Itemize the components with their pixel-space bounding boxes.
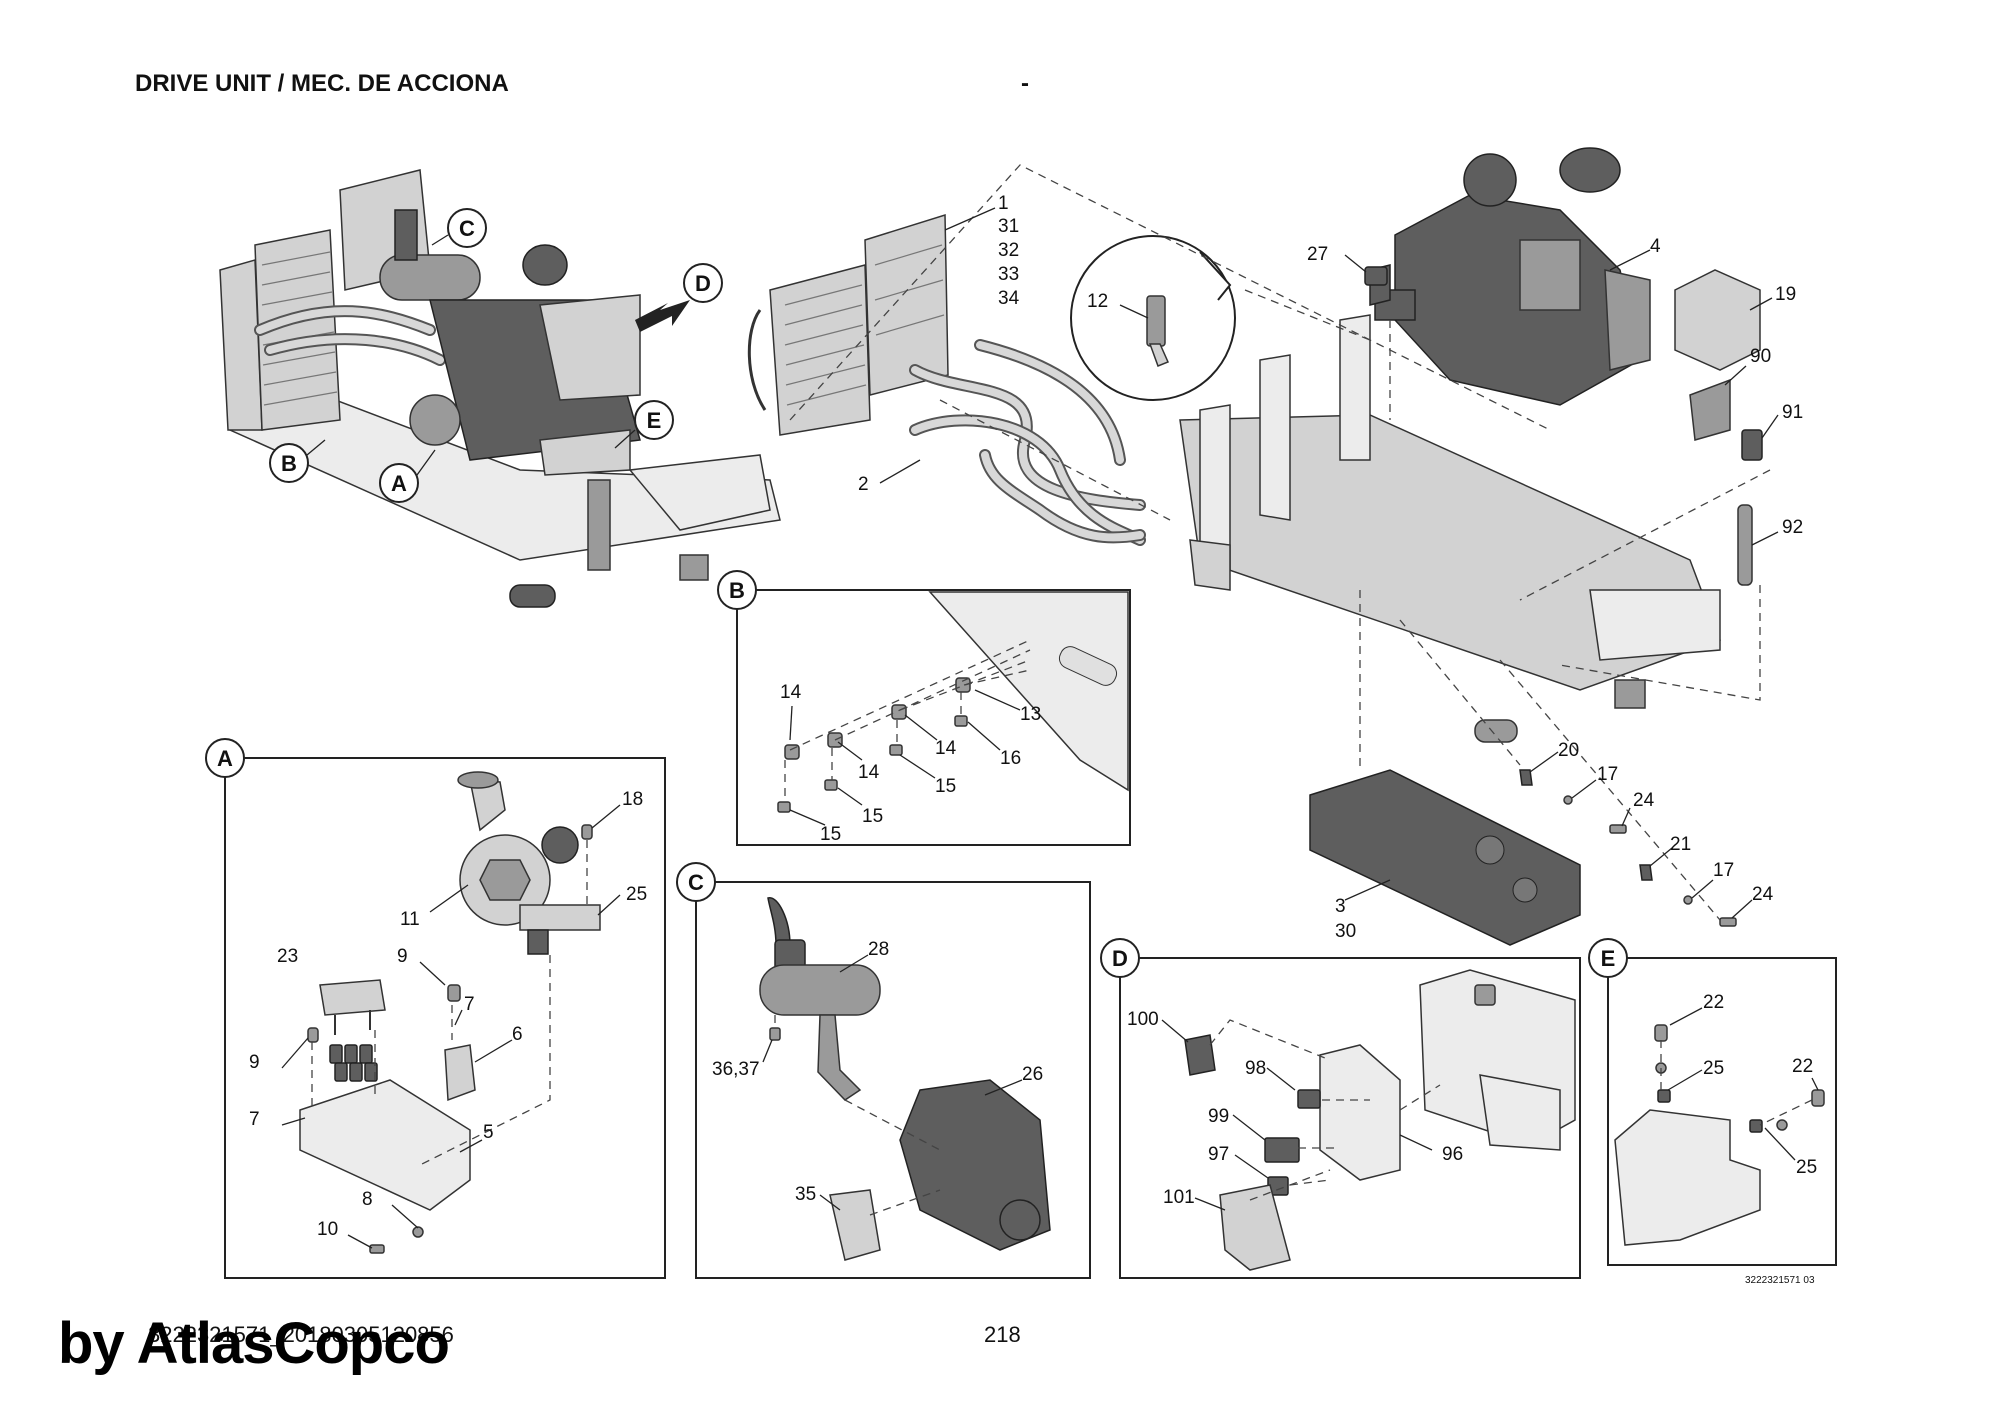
svg-text:99: 99 xyxy=(1208,1106,1229,1127)
svg-text:91: 91 xyxy=(1782,402,1803,423)
svg-text:1: 1 xyxy=(998,193,1009,214)
svg-text:32: 32 xyxy=(998,240,1019,261)
svg-text:98: 98 xyxy=(1245,1058,1266,1079)
engine-assembly xyxy=(1369,147,1651,406)
svg-text:14: 14 xyxy=(935,738,957,759)
svg-text:6: 6 xyxy=(512,1024,523,1045)
svg-text:101: 101 xyxy=(1163,1187,1195,1208)
svg-text:2: 2 xyxy=(858,474,869,495)
svg-text:19: 19 xyxy=(1775,284,1796,305)
svg-text:5: 5 xyxy=(483,1122,494,1143)
detail-b-letter: B xyxy=(729,578,745,603)
svg-text:30: 30 xyxy=(1335,921,1356,942)
assembly-lines-top xyxy=(789,164,1771,921)
svg-text:25: 25 xyxy=(1703,1058,1724,1079)
svg-text:17: 17 xyxy=(1597,764,1618,785)
detail-d-letter: D xyxy=(1112,946,1128,971)
aux-parts xyxy=(1364,266,1763,586)
svg-text:26: 26 xyxy=(1022,1064,1043,1085)
detail-e-letter: E xyxy=(1601,946,1616,971)
detail-c: C 28 36,37 26 35 xyxy=(676,862,1091,1279)
svg-text:10: 10 xyxy=(317,1219,338,1240)
atlascopco-watermark: by AtlasCopco xyxy=(58,1311,450,1376)
svg-text:4: 4 xyxy=(1650,236,1661,257)
svg-text:18: 18 xyxy=(622,789,643,810)
svg-text:28: 28 xyxy=(868,939,889,960)
base-frame xyxy=(1179,314,1721,743)
overview-callouts: C D E B A xyxy=(269,208,723,503)
page-number: 218 xyxy=(984,1322,1021,1347)
svg-text:97: 97 xyxy=(1208,1144,1229,1165)
svg-text:13: 13 xyxy=(1020,704,1041,725)
detail-a-letter: A xyxy=(217,746,233,771)
svg-text:33: 33 xyxy=(998,264,1019,285)
svg-text:7: 7 xyxy=(464,994,475,1015)
callout-b: B xyxy=(281,451,297,476)
callout-e: E xyxy=(647,408,662,433)
callout-d: D xyxy=(695,271,711,296)
svg-text:25: 25 xyxy=(626,884,647,905)
svg-text:24: 24 xyxy=(1752,884,1774,905)
callout-c: C xyxy=(459,216,475,241)
svg-text:20: 20 xyxy=(1558,740,1579,761)
tank-hardware xyxy=(1519,769,1737,927)
svg-text:14: 14 xyxy=(858,762,880,783)
svg-text:31: 31 xyxy=(998,216,1019,237)
svg-text:96: 96 xyxy=(1442,1144,1463,1165)
svg-text:12: 12 xyxy=(1087,291,1108,312)
page-title-dash: - xyxy=(1021,70,1029,97)
detail-b: B 14 13 14 14 16 15 xyxy=(717,570,1131,846)
top-callouts: 1 31 32 33 34 2 12 27 4 19 90 91 92 20 1… xyxy=(858,193,1803,942)
radiator-group xyxy=(747,213,1146,546)
svg-text:14: 14 xyxy=(780,682,802,703)
fuel-tank xyxy=(1309,769,1581,946)
svg-text:9: 9 xyxy=(397,946,408,967)
svg-text:23: 23 xyxy=(277,946,298,967)
svg-text:15: 15 xyxy=(862,806,883,827)
top-leader-lines xyxy=(879,207,1779,919)
svg-text:92: 92 xyxy=(1782,517,1803,538)
overview-assembly xyxy=(219,169,781,608)
svg-text:35: 35 xyxy=(795,1184,816,1205)
view-direction-arrow xyxy=(635,300,690,332)
svg-text:22: 22 xyxy=(1703,992,1724,1013)
svg-text:100: 100 xyxy=(1127,1009,1159,1030)
document-id: 3222321571_20180305120856 xyxy=(148,1322,454,1347)
svg-text:36,37: 36,37 xyxy=(712,1059,760,1080)
svg-text:34: 34 xyxy=(998,288,1020,309)
detail-e: E 22 25 22 25 xyxy=(1588,938,1837,1266)
detail-d: D 100 98 99 97 96 101 xyxy=(1100,938,1581,1279)
svg-text:25: 25 xyxy=(1796,1157,1817,1178)
svg-text:11: 11 xyxy=(400,909,420,930)
svg-text:8: 8 xyxy=(362,1189,373,1210)
svg-text:90: 90 xyxy=(1750,346,1771,367)
svg-text:16: 16 xyxy=(1000,748,1021,769)
page-title: DRIVE UNIT / MEC. DE ACCIONA xyxy=(135,70,509,97)
detail-c-letter: C xyxy=(688,870,704,895)
svg-text:3: 3 xyxy=(1335,896,1346,917)
callout-a: A xyxy=(391,471,407,496)
svg-text:17: 17 xyxy=(1713,860,1734,881)
svg-text:7: 7 xyxy=(249,1109,260,1130)
svg-text:27: 27 xyxy=(1307,244,1328,265)
svg-text:15: 15 xyxy=(935,776,956,797)
detail-12-bubble xyxy=(1070,235,1236,401)
svg-text:15: 15 xyxy=(820,824,841,845)
drawing-number: 3222321571 03 xyxy=(1745,1275,1815,1286)
svg-text:9: 9 xyxy=(249,1052,260,1073)
svg-text:21: 21 xyxy=(1670,834,1691,855)
svg-text:22: 22 xyxy=(1792,1056,1813,1077)
svg-text:24: 24 xyxy=(1633,790,1655,811)
detail-a: A 18 xyxy=(205,738,666,1279)
